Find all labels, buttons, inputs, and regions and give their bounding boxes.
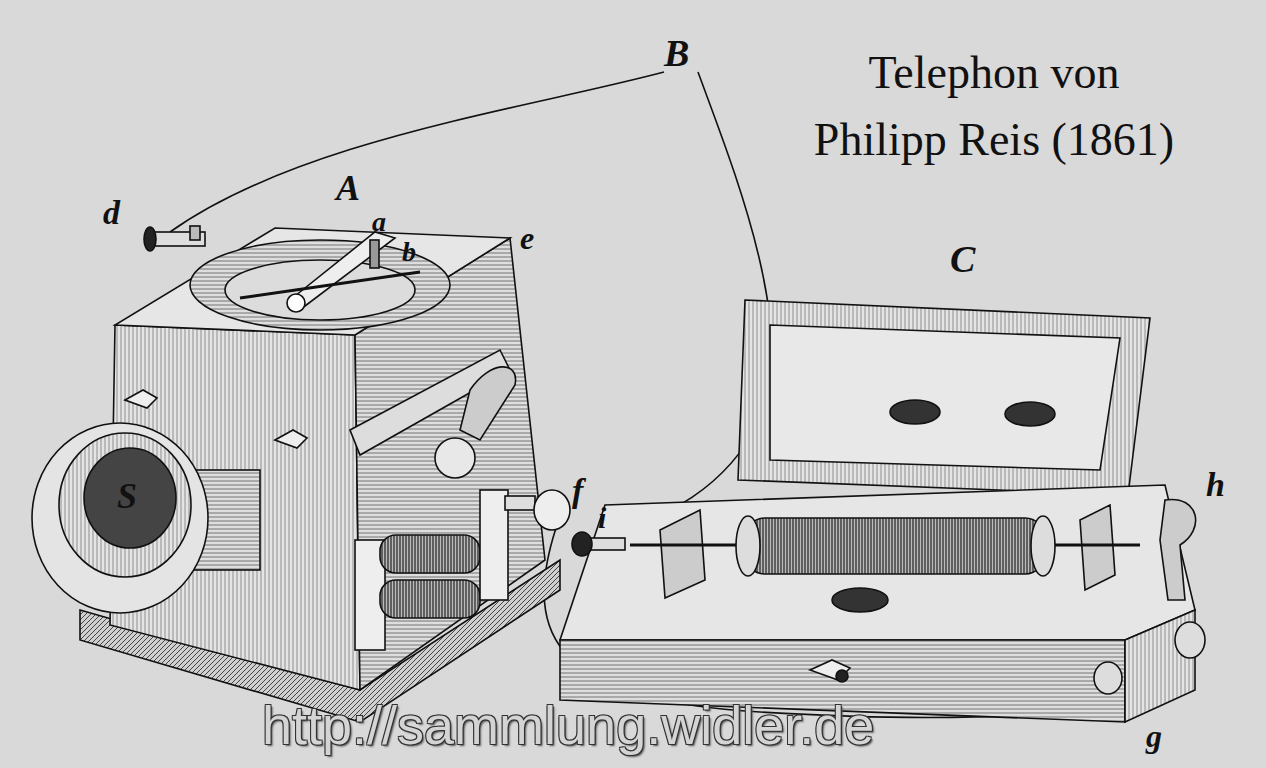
tray-floor [770, 325, 1120, 470]
title: Telephon von Philipp Reis (1861) [808, 40, 1180, 173]
bracket [660, 510, 705, 598]
receiver [560, 300, 1205, 722]
coil-cheek [480, 490, 508, 600]
spring-a [290, 232, 395, 306]
hook-pin [836, 670, 848, 682]
mouthpiece [32, 423, 208, 613]
part-letter: g [1146, 720, 1162, 752]
part-letter: S [117, 478, 137, 514]
mouth-opening [84, 448, 176, 548]
terminal-knob [1175, 622, 1205, 658]
board-top [560, 485, 1195, 640]
part-letter: i [598, 503, 606, 533]
clamp-h [1160, 500, 1196, 600]
contact-screw [287, 294, 305, 312]
mouthpiece-rim [59, 433, 191, 577]
terminal-post [190, 226, 200, 240]
screw-b [370, 240, 379, 268]
part-letter: C [950, 240, 975, 278]
terminal-knob [572, 532, 592, 556]
hole [890, 400, 940, 424]
transmitter [32, 226, 570, 722]
part-letter: B [664, 34, 689, 72]
terminal-knob [1094, 662, 1122, 694]
bracket [1080, 505, 1115, 590]
coil [380, 535, 480, 573]
part-letter: d [103, 196, 120, 230]
hole [1005, 402, 1055, 426]
watermark: http://sammlung.widler.de [262, 698, 874, 752]
terminal-knob [534, 490, 570, 530]
part-letter: f [572, 474, 583, 508]
coil [745, 518, 1045, 574]
terminal-f [505, 496, 535, 510]
part-letter: e [520, 222, 534, 254]
tray [738, 300, 1150, 495]
knob [435, 438, 475, 478]
part-letter: A [336, 170, 360, 206]
coil-end [1031, 516, 1055, 576]
wire [170, 72, 664, 232]
part-letter: h [1206, 468, 1225, 502]
hole [832, 588, 888, 612]
coil-end [736, 516, 760, 576]
part-letter: b [402, 238, 416, 266]
coil [380, 580, 480, 618]
hook [275, 430, 307, 448]
hook [125, 390, 157, 408]
part-letter: a [372, 208, 386, 236]
terminal-knob [144, 227, 156, 251]
lever-e [460, 367, 516, 440]
contact-bar [240, 272, 420, 298]
box-top [115, 228, 510, 335]
